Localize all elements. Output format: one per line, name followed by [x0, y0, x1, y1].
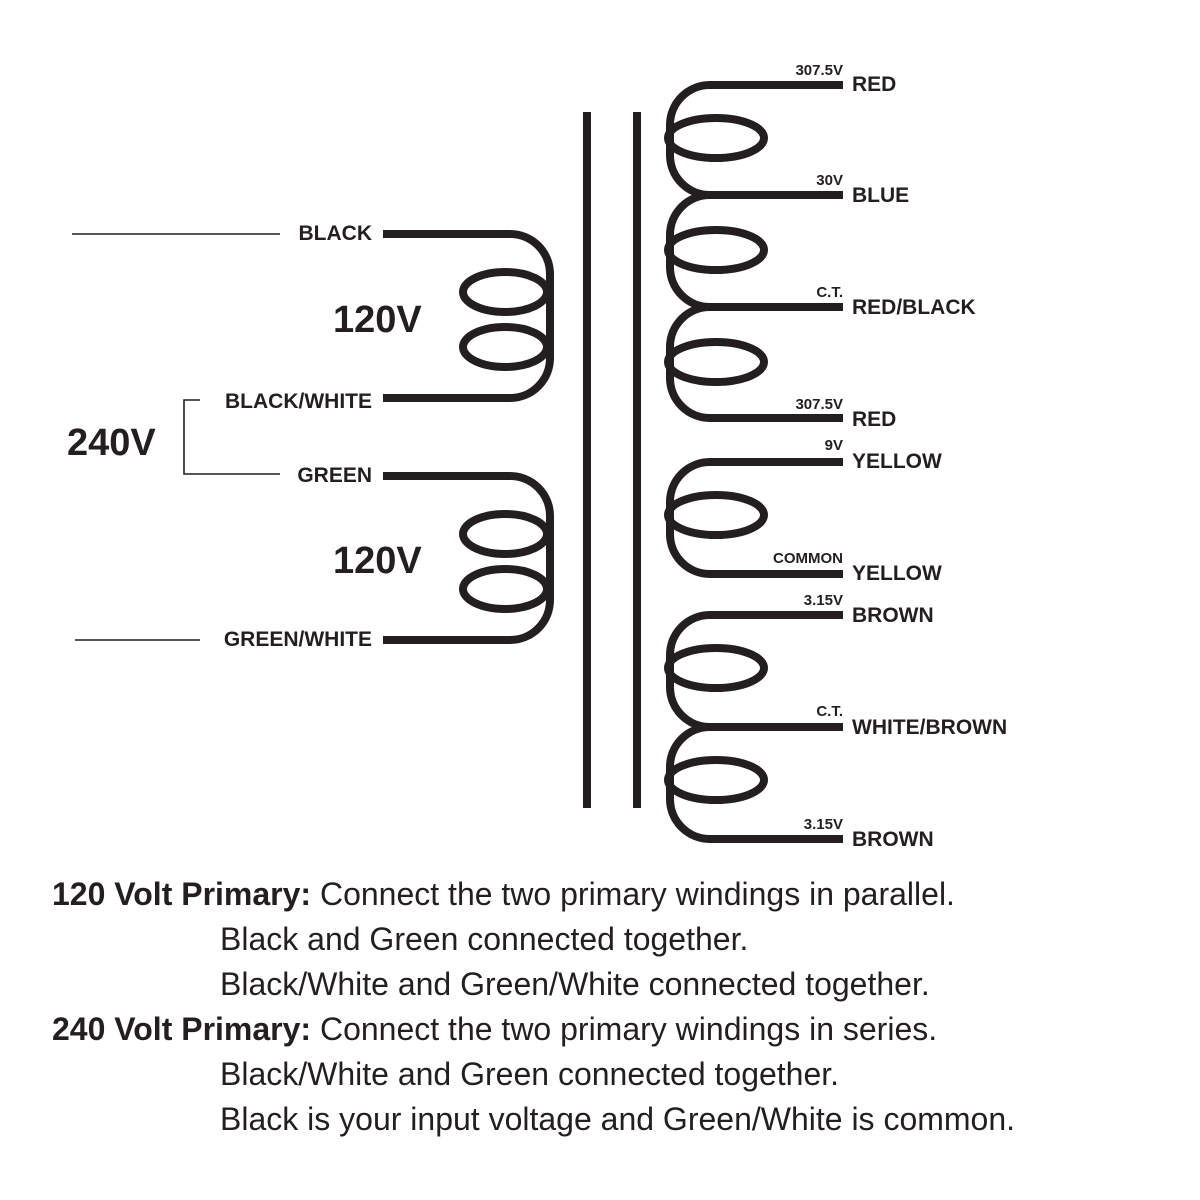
note-240v-line3: Black is your input voltage and Green/Wh…: [220, 1101, 1016, 1137]
secondary-coil-filament: [664, 611, 843, 843]
secondary-coil-high-voltage: [664, 81, 843, 422]
tap-color: RED: [852, 408, 896, 431]
tap-value: C.T.: [816, 284, 843, 301]
note-120v-title: 120 Volt Primary:: [52, 876, 312, 912]
tap-value: 30V: [816, 172, 843, 189]
tap-color: BROWN: [852, 828, 934, 851]
tap-color: BROWN: [852, 604, 934, 627]
wire-label-green: GREEN: [297, 464, 372, 487]
wire-label-green-white: GREEN/WHITE: [224, 628, 372, 651]
note-240v: 240 Volt Primary: Connect the two primar…: [52, 1007, 1015, 1052]
wire-label-black-white: BLACK/WHITE: [225, 390, 372, 413]
primary-coil-2: [383, 472, 554, 644]
tap-value: 9V: [825, 437, 843, 454]
wire-label-black: BLACK: [299, 222, 373, 245]
secondary-coil-9v: [664, 458, 843, 578]
note-120v-text: Connect the two primary windings in para…: [311, 876, 955, 912]
note-240v-title: 240 Volt Primary:: [52, 1011, 312, 1047]
tap-value: 307.5V: [795, 396, 843, 413]
240v-bracket: [183, 399, 280, 475]
tap-value: COMMON: [773, 550, 843, 567]
tap-color: YELLOW: [852, 562, 942, 585]
tap-color: RED: [852, 73, 896, 96]
note-240v-line2: Black/White and Green connected together…: [220, 1056, 840, 1092]
wiring-notes: 120 Volt Primary: Connect the two primar…: [52, 872, 1015, 1142]
tap-color: BLUE: [852, 184, 909, 207]
transformer-diagram: BLACK BLACK/WHITE GREEN GREEN/WHITE 120V…: [67, 62, 1007, 851]
note-120v-line2: Black and Green connected together.: [220, 921, 749, 957]
tap-color: WHITE/BROWN: [852, 716, 1007, 739]
primary-coil-1: [383, 230, 554, 402]
note-240v-text: Connect the two primary windings in seri…: [311, 1011, 938, 1047]
tap-value: 3.15V: [804, 816, 843, 833]
tap-value: C.T.: [816, 703, 843, 720]
series-voltage: 240V: [67, 422, 156, 464]
tap-value: 3.15V: [804, 592, 843, 609]
coil1-voltage: 120V: [333, 299, 422, 341]
secondary-tap-labels: 307.5V RED 30V BLUE C.T. RED/BLACK 307.5…: [773, 62, 1007, 851]
tap-color: RED/BLACK: [852, 296, 976, 319]
tap-value: 307.5V: [795, 62, 843, 79]
note-120v: 120 Volt Primary: Connect the two primar…: [52, 872, 1015, 917]
coil2-voltage: 120V: [333, 540, 422, 582]
note-120v-line3: Black/White and Green/White connected to…: [220, 966, 930, 1002]
tap-color: YELLOW: [852, 450, 942, 473]
